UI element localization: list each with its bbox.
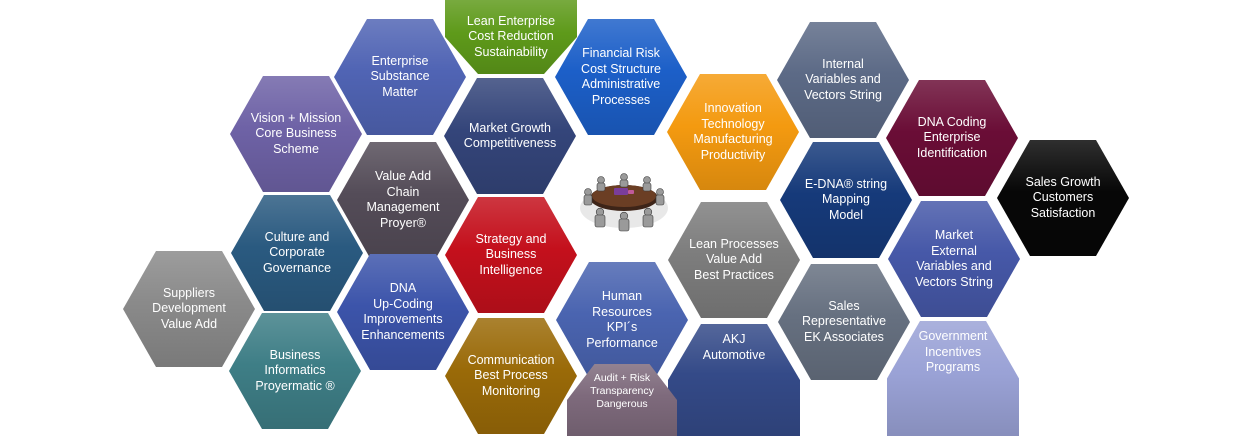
hexagon-sales-growth: Sales Growth Customers Satisfaction [997,140,1129,256]
hexagon-internal-variables: Internal Variables and Vectors String [777,22,909,138]
hexagon-dna-coding: DNA Coding Enterprise Identification [886,80,1018,196]
hexagon-culture: Culture and Corporate Governance [231,195,363,311]
hexagon-akj: AKJ Automotive [668,324,800,436]
hexagon-lean: Lean Enterprise Cost Reduction Sustainab… [445,0,577,74]
hexagon-vision-mission: Vision + Mission Core Business Scheme [230,76,362,192]
hexagon-communication: Communication Best Process Monitoring [445,318,577,434]
hexagon-innovation: Innovation Technology Manufacturing Prod… [667,74,799,190]
hexagon-market-external: Market External Variables and Vectors St… [888,201,1020,317]
meeting-table-illustration [580,173,668,232]
hexagon-edna-string: E-DNA® string Mapping Model [780,142,912,258]
hexagon-audit-risk: Audit + Risk Transparency Dangerous [567,364,677,436]
hexagon-lean-processes: Lean Processes Value Add Best Practices [668,202,800,318]
hexagon-sales-rep: Sales Representative EK Associates [778,264,910,380]
hexagon-suppliers: Suppliers Development Value Add [123,251,255,367]
hexagon-business-informatics: Business Informatics Proyermatic ® [229,313,361,429]
hexagon-value-add-chain: Value Add Chain Management Proyer® [337,142,469,258]
hexagon-human-resources: Human Resources KPI´s Performance [556,262,688,378]
hexagon-dna-upcoding: DNA Up-Coding Improvements Enhancements [337,254,469,370]
hexagon-market-growth: Market Growth Competitiveness [444,78,576,194]
hexagon-government: Government Incentives Programs [887,321,1019,436]
hexagon-strategy: Strategy and Business Intelligence [445,197,577,313]
